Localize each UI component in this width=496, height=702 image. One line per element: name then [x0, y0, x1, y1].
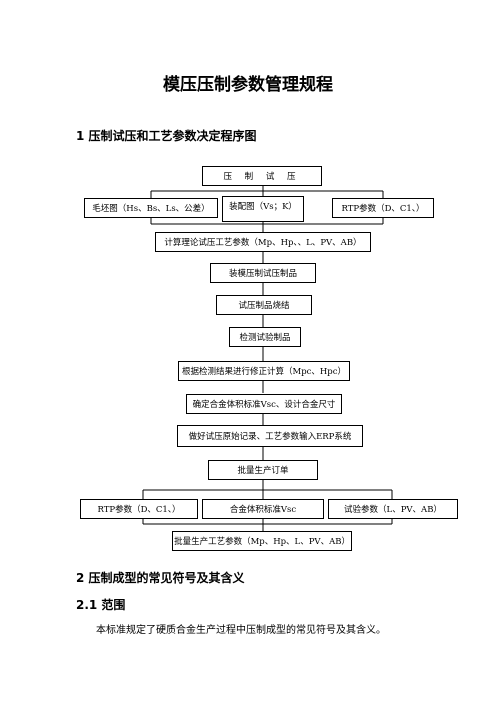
section-2-1-body: 本标准规定了硬质合金生产过程中压制成型的常见符号及其含义。 — [96, 625, 386, 636]
flow-start-box: 压 制 试 压 — [202, 166, 322, 186]
flow-assembly-drawing-box: 装配图（Vs；K） — [222, 196, 304, 222]
flow-correct-calc-box: 根据检测结果进行修正计算（Mpc、Hpc） — [178, 361, 350, 381]
flow-sinter-box: 试压制品烧结 — [216, 295, 312, 315]
flow-inspect-box: 检测试验制品 — [229, 327, 301, 347]
flow-out-volume-box: 合金体积标准Vsc — [202, 499, 324, 519]
flow-blank-drawing-box: 毛坯图（Hs、Bs、Ls、公差） — [84, 198, 218, 218]
flow-out-test-params-box: 试验参数（L、PV、AB） — [328, 499, 458, 519]
section-2-heading: 2 压制成型的常见符号及其含义 — [76, 571, 245, 585]
flow-calc-params-box: 计算理论试压工艺参数（Mp、Hp、、L、PV、AB） — [155, 232, 371, 252]
document-title: 模压压制参数管理规程 — [163, 75, 333, 95]
section-2-1-heading: 2.1 范围 — [76, 598, 126, 612]
flow-out-rtp-box: RTP参数（D、C1、） — [80, 499, 198, 519]
section-1-heading: 1 压制试压和工艺参数决定程序图 — [76, 129, 257, 143]
flow-determine-volume-box: 确定合金体积标准Vsc、设计合金尺寸 — [186, 394, 342, 414]
flow-mount-press-box: 装模压制试压制品 — [210, 263, 316, 283]
flow-batch-order-box: 批量生产订单 — [208, 460, 318, 480]
flow-final-params-box: 批量生产工艺参数（Mp、Hp、L、PV、AB） — [172, 531, 352, 551]
flow-record-erp-box: 做好试压原始记录、工艺参数输入ERP系统 — [177, 425, 363, 447]
flow-rtp-params-box: RTP参数（D、C1、） — [332, 198, 434, 218]
